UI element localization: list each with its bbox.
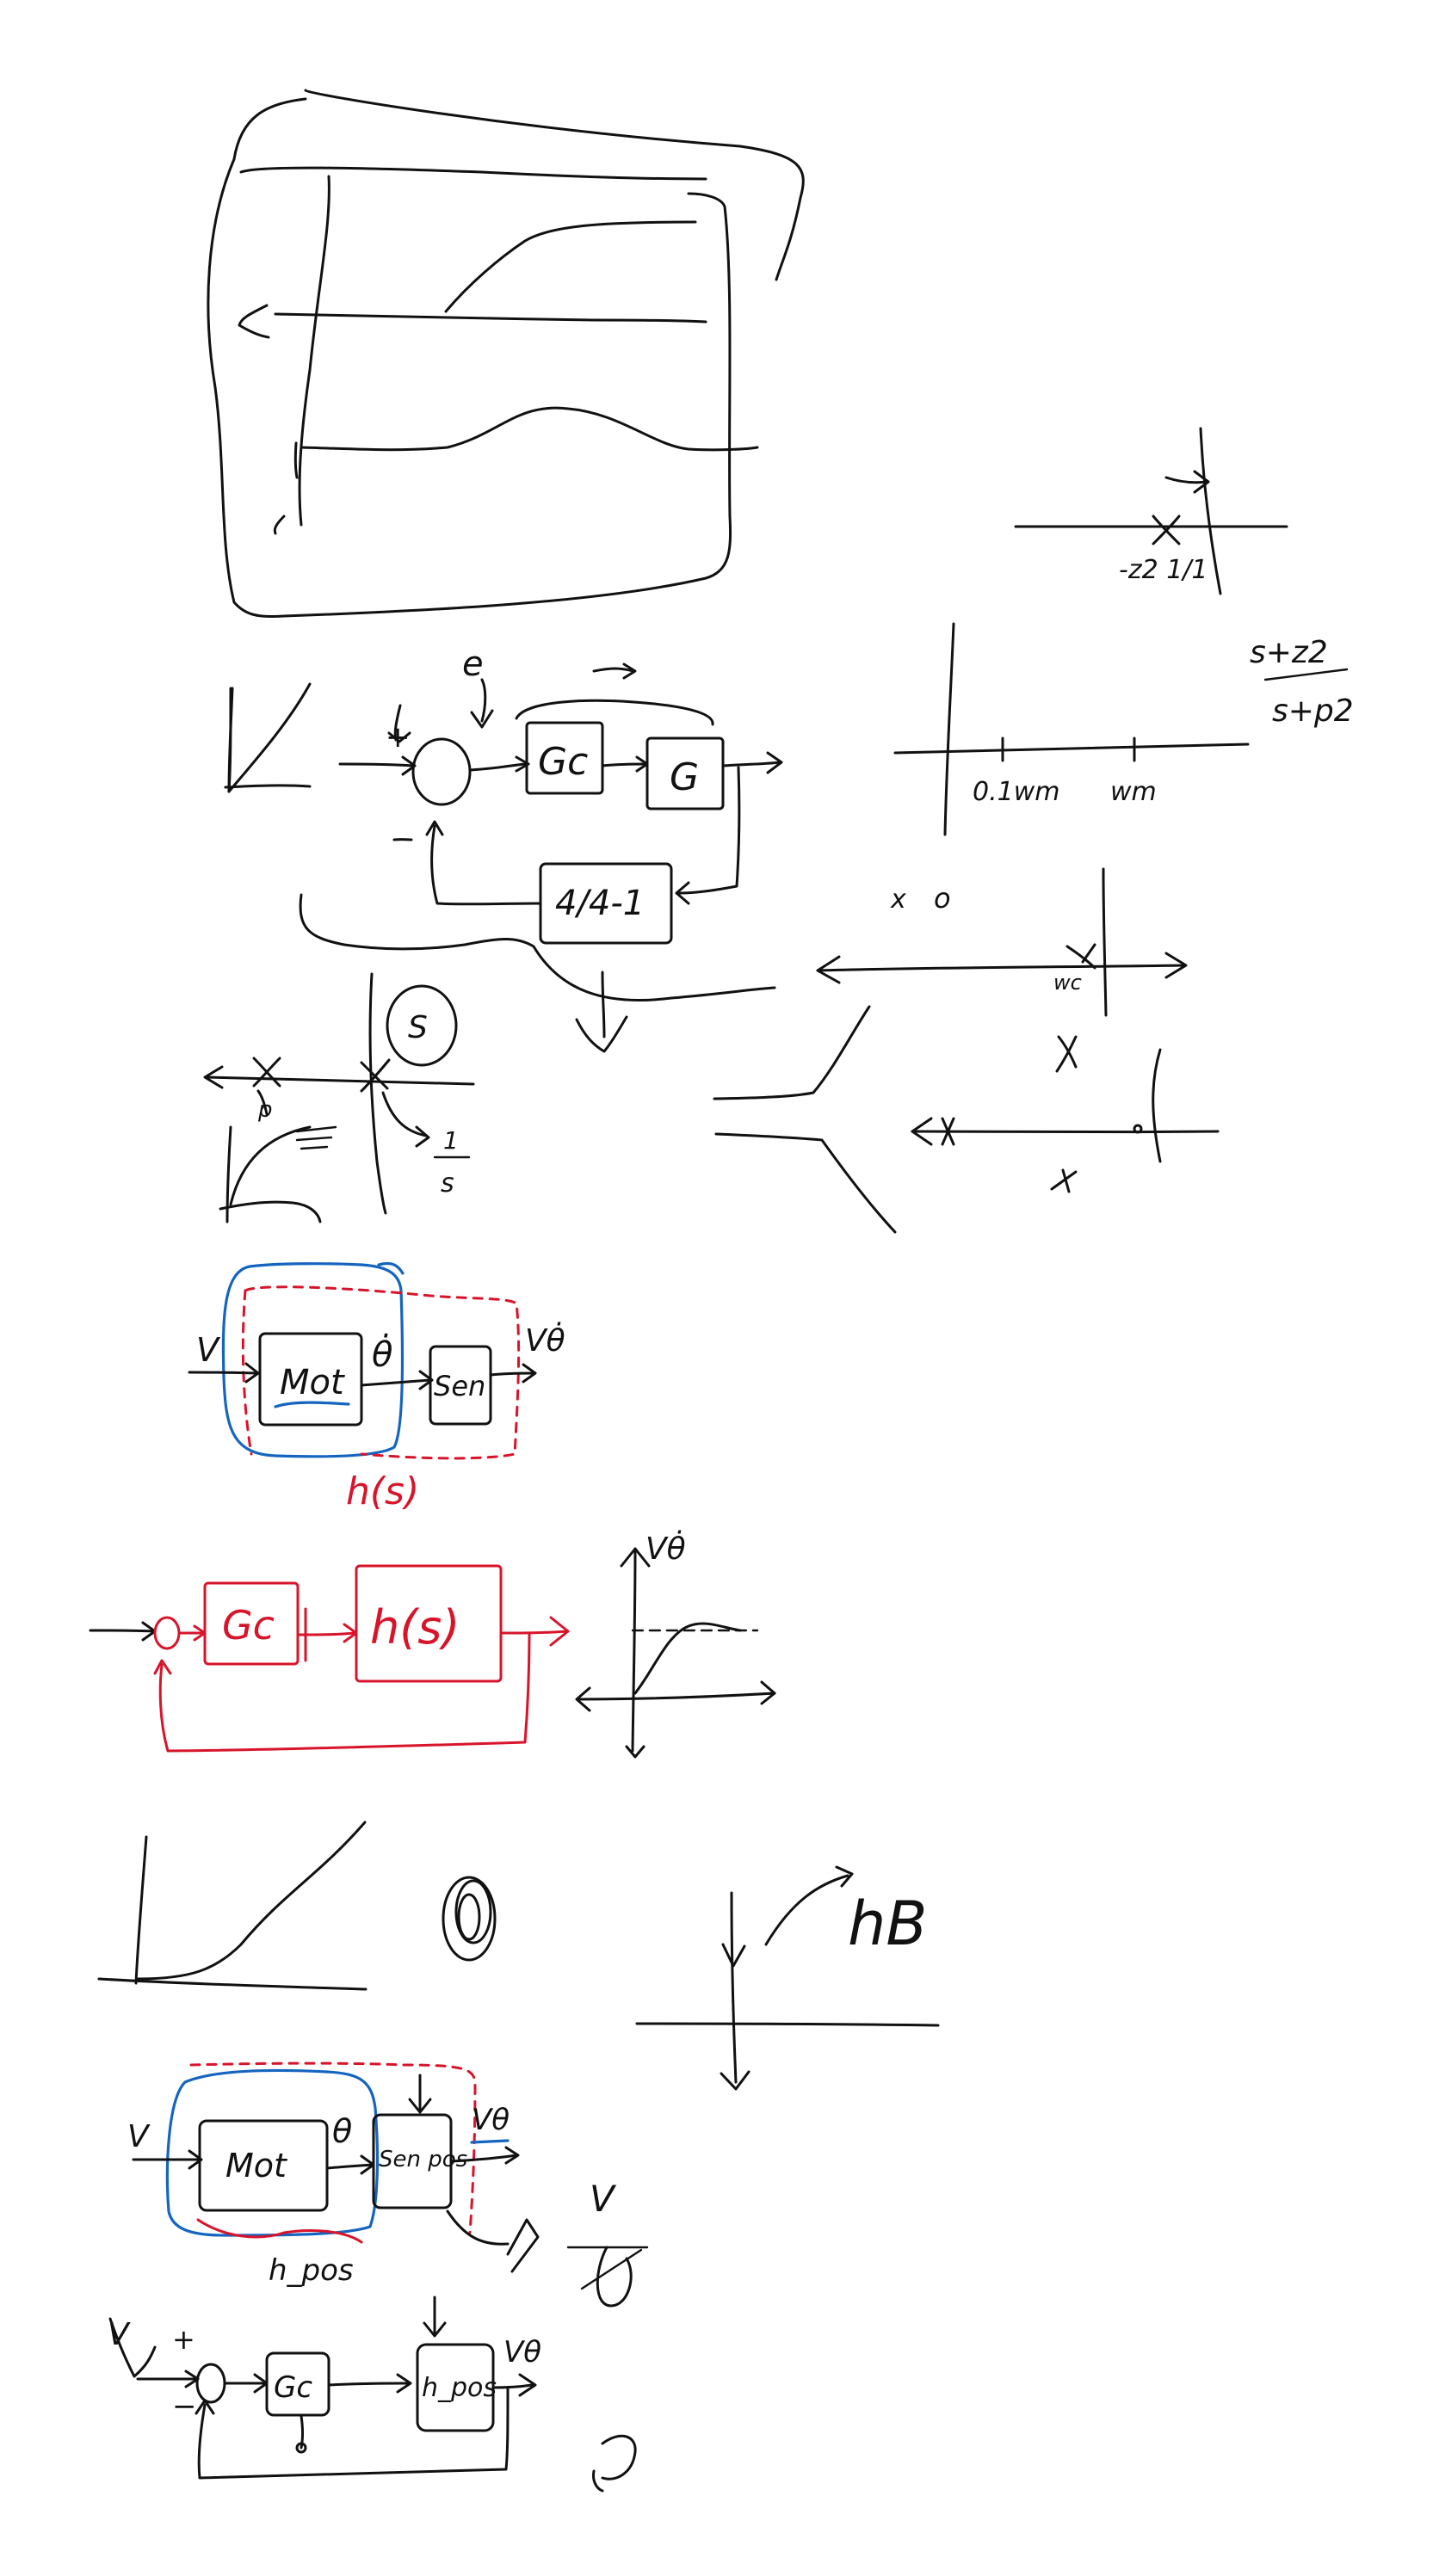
theta-dot-label-1: θ̇ (372, 1333, 392, 1375)
gc-block (525, 721, 604, 795)
summing-junction (411, 737, 472, 806)
marker-x: x (890, 884, 906, 915)
input-v-label-3: V (108, 2317, 131, 2352)
plant-axes-sketch: hB (635, 1865, 940, 2091)
freq-tick-2: wm (1110, 777, 1157, 807)
gc-block-3-label: Gc (274, 2370, 312, 2405)
motor-block-2-label: Mot (225, 2147, 288, 2185)
input-v-label-1: V (196, 1331, 221, 1369)
ratio-num: V (590, 2178, 617, 2220)
motor-block (258, 1332, 363, 1427)
step-response-plot: Vθ̇ (575, 1529, 776, 1759)
motor-sensor-block: V Mot θ̇ Sen Vθ̇ h(s) (188, 1261, 565, 1513)
motor-block-2 (198, 2119, 329, 2212)
h-s-label: h(s) (346, 1470, 419, 1513)
gc-block-label: Gc (538, 740, 588, 784)
h-pos-label: h_pos (269, 2253, 354, 2288)
position-loop: + Gc h_pos Vθ − V (108, 2296, 541, 2480)
sensor-block-label: Sen (434, 1370, 485, 1402)
integrator-num: 1 (443, 1126, 459, 1155)
ramp-curve-sketch (97, 1821, 368, 1991)
red-summing-junction (153, 1616, 181, 1650)
plus-sign: + (386, 720, 411, 755)
h-s-red-block (355, 1564, 503, 1683)
sensor-pos-block-label: Sen pos (379, 2147, 467, 2172)
minus-sign: − (172, 2389, 197, 2424)
zero-pole-label: -z2 1/1 (1119, 555, 1208, 585)
transfer-function-label: s+z2 s+p2 (1250, 635, 1354, 729)
summing-junction-3 (195, 2363, 226, 2404)
feedback-block-label: 4/4-1 (555, 884, 645, 923)
h-pos-block-label: h_pos (422, 2373, 497, 2403)
integrator-den: s (441, 1168, 454, 1199)
root-locus-sketch: p S 1 s (203, 972, 475, 1223)
step-axis-label: Vθ̇ (645, 1529, 686, 1567)
bode-axes: 0.1wm wm (893, 622, 1250, 836)
motor-block-label: Mot (280, 1363, 345, 1402)
s-circle-label: S (408, 1010, 428, 1045)
gc-red-block-label: Gc (222, 1602, 275, 1649)
output-v-label-2: Vθ (472, 2103, 510, 2137)
pole-label-p: p (257, 1097, 273, 1123)
tf-numerator: s+z2 (1250, 635, 1328, 670)
left-margin-ramp (227, 687, 234, 793)
g-block (645, 736, 725, 810)
root-locus-right: x o wc (713, 867, 1220, 1234)
feedback-loop-diagram: e Gc G 4/4-1 + (224, 644, 783, 1053)
plus-sign-2: + (172, 2323, 195, 2356)
s-circle (386, 984, 458, 1067)
red-feedback-loop: Gc h(s) (89, 1564, 570, 1753)
pole-zero-plot: -z2 1/1 (1014, 427, 1288, 595)
motor-position-block: V Mot θ Sen pos Vθ h_pos (127, 2061, 540, 2288)
final-scribble (592, 2434, 637, 2493)
output-v-label-3: Vθ (503, 2335, 541, 2370)
output-v-label-1: Vθ̇ (525, 1321, 565, 1359)
g-block-label: G (670, 755, 699, 799)
error-signal-label: e (462, 644, 484, 684)
input-v-label-2: V (127, 2119, 151, 2154)
sensor-block (429, 1345, 492, 1426)
freq-tick-1: 0.1wm (973, 777, 1059, 807)
ratio-label: V (566, 2178, 649, 2308)
wc-mark: wc (1053, 971, 1082, 995)
scribble-circle (442, 1876, 497, 1962)
response-sketch-frame (207, 89, 805, 619)
theta-label-2: θ (332, 2112, 352, 2150)
marker-o: o (934, 882, 951, 915)
gc-red-block (203, 1581, 300, 1666)
pole-dot (1133, 1124, 1143, 1134)
plant-scribble: hB (848, 1889, 927, 1959)
h-s-red-block-label: h(s) (370, 1600, 460, 1655)
tf-denominator: s+p2 (1272, 693, 1354, 729)
